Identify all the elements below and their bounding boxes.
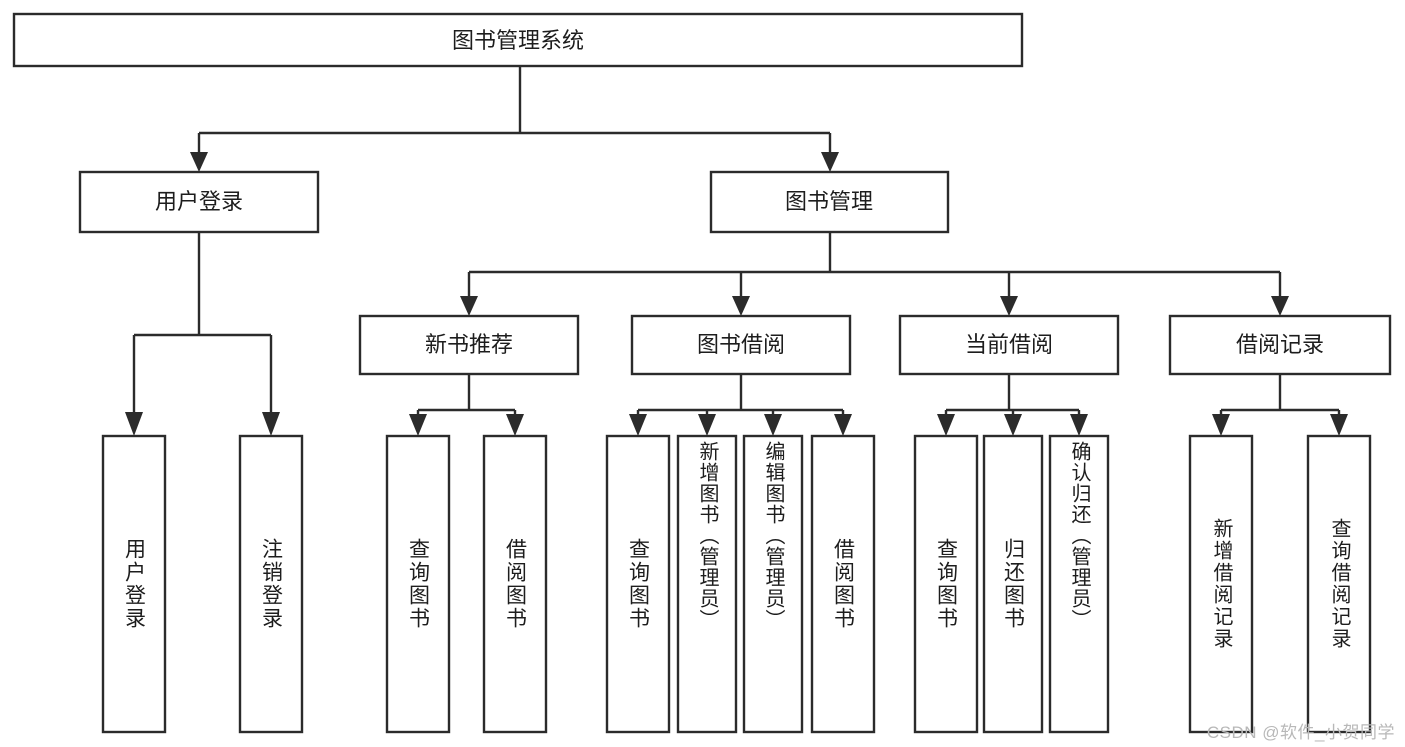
arrowhead-leaf-query-record xyxy=(1330,414,1348,436)
arrowhead-leaf-borrow-book-rec xyxy=(506,414,524,436)
connector-group xyxy=(125,66,1348,436)
arrowhead-leaf-add-book xyxy=(698,414,716,436)
arrowhead-leaf-edit-book xyxy=(764,414,782,436)
node-box-leaf-query-record[interactable] xyxy=(1306,434,1372,734)
node-box-borrow-record[interactable] xyxy=(1168,314,1392,376)
node-box-leaf-borrow-book[interactable] xyxy=(810,434,876,734)
arrowhead-leaf-return-book xyxy=(1004,414,1022,436)
arrowhead-leaf-user-login xyxy=(125,412,143,436)
node-label-root: 图书管理系统 xyxy=(452,28,584,53)
arrowhead-borrow-record xyxy=(1271,296,1289,316)
node-box-leaf-query-book-borrow[interactable] xyxy=(605,434,671,734)
node-label-current-borrow: 当前借阅 xyxy=(965,332,1053,357)
node-label-borrow-record: 借阅记录 xyxy=(1236,332,1324,357)
node-box-leaf-query-book-cur[interactable] xyxy=(913,434,979,734)
arrowhead-book-borrow xyxy=(732,296,750,316)
arrowhead-user-login xyxy=(190,152,208,172)
node-box-leaf-confirm-return[interactable] xyxy=(1048,434,1110,734)
arrowhead-leaf-logout xyxy=(262,412,280,436)
arrowhead-leaf-query-book-borrow xyxy=(629,414,647,436)
node-label-user-login: 用户登录 xyxy=(155,189,243,214)
node-label-new-book-rec: 新书推荐 xyxy=(425,332,513,357)
node-box-leaf-query-book-rec[interactable] xyxy=(385,434,451,734)
arrowhead-leaf-confirm-return xyxy=(1070,414,1088,436)
arrowhead-leaf-borrow-book xyxy=(834,414,852,436)
node-box-book-borrow[interactable] xyxy=(630,314,852,376)
arrowhead-current-borrow xyxy=(1000,296,1018,316)
node-box-leaf-user-login[interactable] xyxy=(101,434,167,734)
node-box-leaf-edit-book[interactable] xyxy=(742,434,804,734)
csdn-watermark: CSDN @软件_小贺同学 xyxy=(1206,723,1395,742)
node-label-book-borrow: 图书借阅 xyxy=(697,332,785,357)
arrowhead-leaf-query-book-cur xyxy=(937,414,955,436)
node-box-current-borrow[interactable] xyxy=(898,314,1120,376)
node-box-book-manage[interactable] xyxy=(709,170,950,234)
node-box-leaf-add-record[interactable] xyxy=(1188,434,1254,734)
node-box-leaf-logout[interactable] xyxy=(238,434,304,734)
node-box-root[interactable] xyxy=(12,12,1024,68)
node-box-group: 图书管理系统 用户登录 图书管理 新书推荐 图书借阅 当前借阅 借阅记录 xyxy=(12,12,1392,734)
node-box-new-book-rec[interactable] xyxy=(358,314,580,376)
arrowhead-book-manage xyxy=(821,152,839,172)
arrowhead-leaf-add-record xyxy=(1212,414,1230,436)
node-box-leaf-return-book[interactable] xyxy=(982,434,1044,734)
node-label-book-manage: 图书管理 xyxy=(785,189,873,214)
arrowhead-leaf-query-book-rec xyxy=(409,414,427,436)
arrowhead-new-book-rec xyxy=(460,296,478,316)
node-box-leaf-borrow-book-rec[interactable] xyxy=(482,434,548,734)
node-box-leaf-add-book[interactable] xyxy=(676,434,738,734)
node-box-user-login[interactable] xyxy=(78,170,320,234)
